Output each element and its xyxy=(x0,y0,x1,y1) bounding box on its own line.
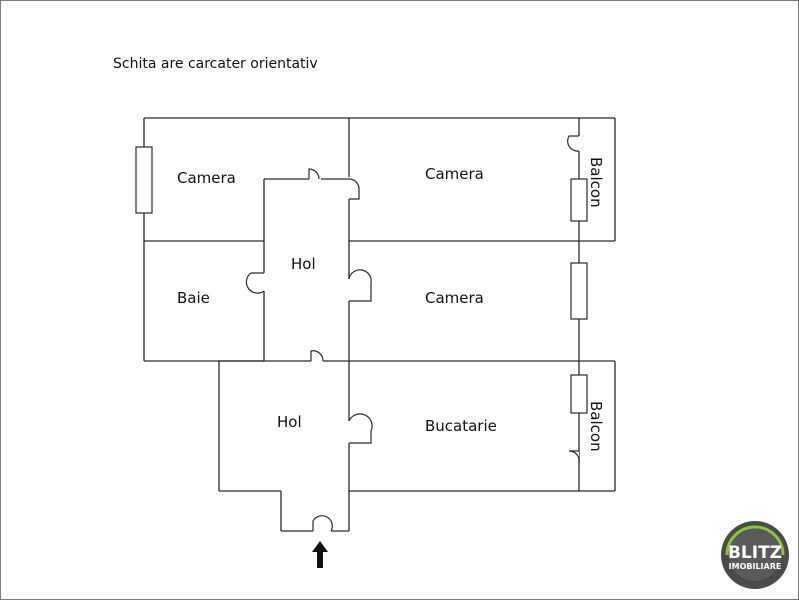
room-label-hol-upper: Hol xyxy=(291,255,316,273)
door-balcon-bottom xyxy=(568,450,580,464)
door-entrance xyxy=(312,515,333,532)
room-label-camera-top-right: Camera xyxy=(425,165,484,183)
door-hol xyxy=(310,350,324,362)
logo-brand: BLITZ xyxy=(728,543,782,563)
blitz-logo: BLITZ IMOBILIARE xyxy=(721,521,789,589)
doors xyxy=(245,135,580,532)
room-label-balcon-bottom: Balcon xyxy=(587,401,605,452)
door-camera-top xyxy=(348,178,360,200)
window-camera-left xyxy=(135,146,153,214)
entrance-arrow-icon xyxy=(312,541,328,568)
window-camera-top xyxy=(570,178,588,222)
walls xyxy=(143,117,616,532)
window-bucatarie xyxy=(570,374,588,414)
room-label-hol-lower: Hol xyxy=(277,413,302,431)
room-label-balcon-top: Balcon xyxy=(587,157,605,208)
logo-sub: IMOBILIARE xyxy=(729,562,782,571)
room-label-camera-middle: Camera xyxy=(425,289,484,307)
room-label-baie: Baie xyxy=(177,289,210,307)
room-label-camera-top-left: Camera xyxy=(177,169,236,187)
door-balcon-top xyxy=(567,135,580,152)
windows xyxy=(135,146,588,414)
door-bucatarie xyxy=(348,413,373,444)
window-camera-middle xyxy=(570,262,588,320)
door-baie xyxy=(245,272,265,294)
door-camera-middle xyxy=(348,269,372,302)
orientative-note: Schita are carcater orientativ xyxy=(113,56,318,72)
door-camera-left xyxy=(308,168,320,180)
room-label-bucatarie: Bucatarie xyxy=(425,417,497,435)
